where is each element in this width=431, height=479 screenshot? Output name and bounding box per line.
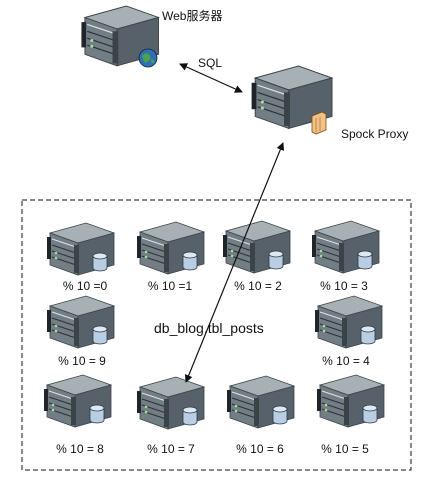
proxy-label: Spock Proxy — [341, 127, 409, 141]
shard-label-5: % 10 = 5 — [321, 442, 369, 456]
shard-server-1 — [136, 221, 205, 275]
proxy-to-shard-connector — [184, 142, 285, 383]
globe-icon — [138, 48, 158, 68]
sql-connector — [179, 63, 243, 93]
shard-label-2: % 10 = 2 — [234, 279, 282, 293]
shard-server-4 — [314, 295, 383, 349]
shard-server-6 — [226, 375, 295, 429]
shard-label-8: % 10 = 8 — [56, 442, 104, 456]
shard-label-4: % 10 = 4 — [322, 354, 370, 368]
shard-server-5 — [316, 374, 385, 428]
shard-server-7 — [136, 376, 205, 430]
shard-label-3: % 10 = 3 — [320, 279, 368, 293]
shard-server-3 — [311, 220, 380, 274]
proxy-module-icon — [311, 111, 327, 135]
web-server-label: Web服务器 — [162, 9, 223, 23]
shard-label-7: % 10 = 7 — [147, 442, 195, 456]
shard-server-8 — [43, 374, 112, 428]
shard-label-1: % 10 =1 — [147, 279, 193, 293]
shard-label-0: % 10 =0 — [62, 279, 108, 293]
cluster-label: db_blog.tbl_posts — [154, 320, 264, 336]
shard-label-6: % 10 = 6 — [236, 442, 284, 456]
shard-label-9: % 10 = 9 — [58, 354, 106, 368]
shard-server-0 — [46, 222, 115, 276]
shard-server-9 — [46, 295, 115, 349]
sql-label: SQL — [198, 56, 223, 70]
